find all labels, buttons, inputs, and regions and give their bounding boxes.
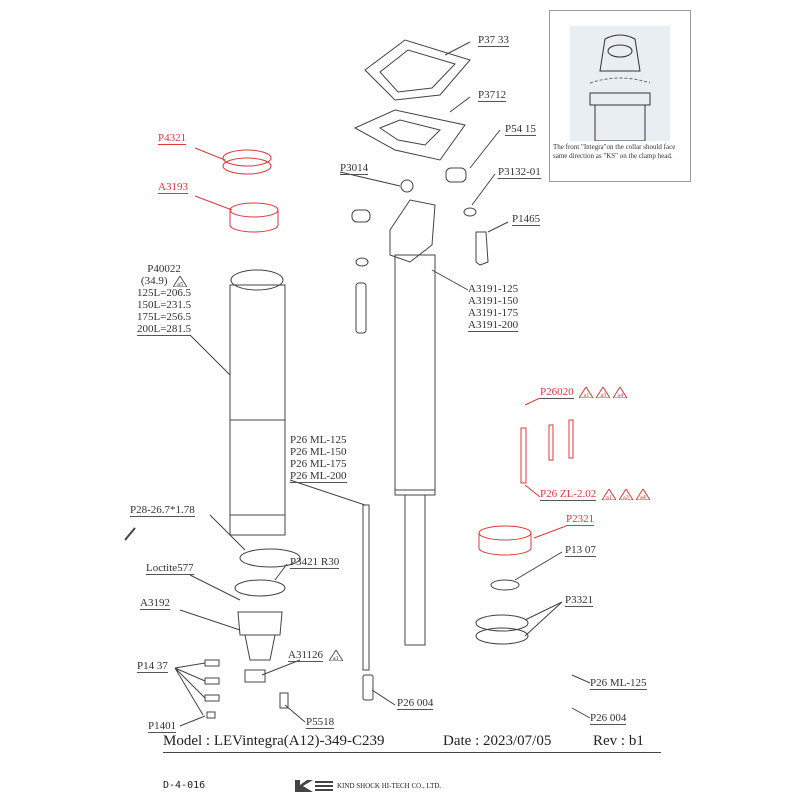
label-a3191-175: A3191-175: [468, 307, 519, 319]
outer-tube: [229, 284, 286, 536]
cap-part: [362, 674, 374, 701]
label-a31126: A31126 a1: [288, 649, 343, 662]
revision-tag: a1: [583, 392, 590, 399]
barrel-nut-part: [445, 167, 467, 183]
label-p5415: P54 15: [505, 123, 536, 136]
revision-tag: a3: [623, 494, 629, 501]
screw-part: [204, 659, 220, 667]
sleeve-part-red: [478, 525, 532, 541]
revision-tag: a4: [617, 392, 624, 399]
label-loctite: Loctite577: [146, 562, 194, 575]
orientation-note-text: The front "Integra"on the collar should …: [553, 143, 676, 160]
clamp-top-part: [364, 39, 471, 101]
label-p3014: P3014: [340, 162, 369, 175]
label-p40022-diameter: (34.9): [140, 275, 168, 287]
pin-part-red: [520, 427, 527, 484]
label-p1307: P13 07: [565, 544, 596, 557]
post-head: [389, 199, 436, 263]
revision-tag: a3: [600, 392, 607, 399]
label-p26004: P26 004: [397, 697, 434, 710]
label-p3132: P3132-01: [498, 166, 541, 179]
label-a3191: A3191-125 A3191-150 A3191-175 A3191-200: [468, 283, 519, 332]
label-p4321: P4321: [158, 132, 187, 145]
spring-part: [279, 692, 289, 709]
revision-triangle-icon: a3: [618, 488, 633, 501]
bushing-part-red: [229, 202, 279, 218]
o-ring-part: [239, 548, 301, 568]
label-p3733: P37 33: [478, 34, 509, 47]
collar-orientation-illustration: [570, 26, 670, 142]
label-p26004-right: P26 004: [590, 712, 627, 725]
revision-triangle-icon: a3: [596, 386, 611, 399]
label-p5518: P5518: [306, 716, 335, 729]
revision-triangle-icon: a4: [635, 488, 650, 501]
revision-triangle-icon: a1: [328, 649, 343, 662]
label-p1437: P14 37: [137, 660, 168, 673]
label-p26ml-150: P26 ML-150: [290, 446, 347, 458]
document-code: D-4-016: [163, 780, 206, 791]
label-p3712: P3712: [478, 89, 507, 102]
label-p40022-175: 175L=256.5: [137, 311, 192, 323]
revision-tag: a4: [640, 494, 646, 501]
stanchion-tube: [394, 254, 436, 496]
rod-part: [362, 504, 370, 671]
label-p40022-125: 125L=206.5: [137, 287, 192, 299]
washer-part-2: [355, 257, 369, 267]
label-p26zl: P26 ZL-2.02 a1 a3 a4: [540, 488, 650, 501]
label-a3192: A3192: [140, 597, 170, 610]
label-p26020-text: P26020: [540, 386, 574, 399]
company-name: KIND SHOCK HI-TECH CO., LTD.: [337, 782, 442, 790]
label-p26ml-175: P26 ML-175: [290, 458, 347, 470]
label-p26020: P26020 a1 a3 a4: [540, 386, 628, 399]
label-p26ml: P26 ML-125 P26 ML-150 P26 ML-175 P26 ML-…: [290, 434, 347, 483]
label-p40022: P40022 (34.9) a5 125L=206.5 150L=231.5 1…: [137, 263, 192, 336]
label-p3321: P3321: [565, 594, 594, 607]
revision-tag: a5: [177, 281, 184, 288]
label-p40022-part: P40022: [147, 263, 181, 275]
label-a3191-150: A3191-150: [468, 295, 519, 307]
label-p28: P28-26.7*1.78: [130, 504, 195, 517]
seal-part-red: [222, 149, 272, 167]
cable-anchor-part: [244, 669, 266, 683]
title-block: Model : LEVintegra(A12)-349-C239 Date : …: [163, 733, 661, 753]
label-p26ml-200: P26 ML-200: [290, 470, 347, 483]
label-p40022-200: 200L=281.5: [137, 323, 192, 336]
inner-shaft: [404, 494, 426, 646]
revision-triangle-icon: a1: [579, 386, 594, 399]
label-p2321: P2321: [566, 513, 595, 526]
revision: Rev : b1: [593, 733, 644, 749]
ks-logo: [295, 779, 335, 798]
circlip-part: [234, 579, 286, 597]
label-a3193: A3193: [158, 181, 188, 194]
nut-part: [400, 179, 414, 193]
label-p40022-diameter-row: (34.9) a5: [137, 275, 191, 288]
barrel-part: [351, 209, 371, 223]
washer-part: [463, 207, 477, 217]
label-p26ml-125: P26 ML-125: [290, 434, 347, 446]
revision-tag: a1: [606, 494, 612, 501]
revision-triangle-icon: a5: [173, 275, 188, 288]
label-p3421: P3421 R30: [290, 556, 340, 569]
label-p1465: P1465: [512, 213, 541, 226]
revision-triangle-icon: a4: [613, 386, 628, 399]
collar-ring: [230, 269, 284, 291]
drawing-date: Date : 2023/07/05: [443, 733, 552, 749]
revision-triangle-icon: a1: [601, 488, 616, 501]
bolt-part: [475, 231, 489, 266]
o-ring-part-2: [475, 614, 529, 632]
label-a3191-200: A3191-200: [468, 319, 519, 332]
clamp-bottom-part: [353, 109, 466, 161]
bolt-part-2: [355, 282, 367, 334]
label-p26ml125-right: P26 ML-125: [590, 677, 647, 690]
model-number: Model : LEVintegra(A12)-349-C239: [163, 733, 385, 749]
label-p26zl-text: P26 ZL-2.02: [540, 488, 597, 501]
label-a3191-125: A3191-125: [468, 283, 519, 295]
revision-tag: a1: [332, 655, 339, 662]
label-p40022-150: 150L=231.5: [137, 299, 192, 311]
piston-part: [237, 611, 283, 661]
orientation-note-inset: The front "Integra"on the collar should …: [549, 10, 691, 182]
label-p1401: P1401: [148, 720, 177, 733]
label-a31126-text: A31126: [288, 649, 324, 662]
